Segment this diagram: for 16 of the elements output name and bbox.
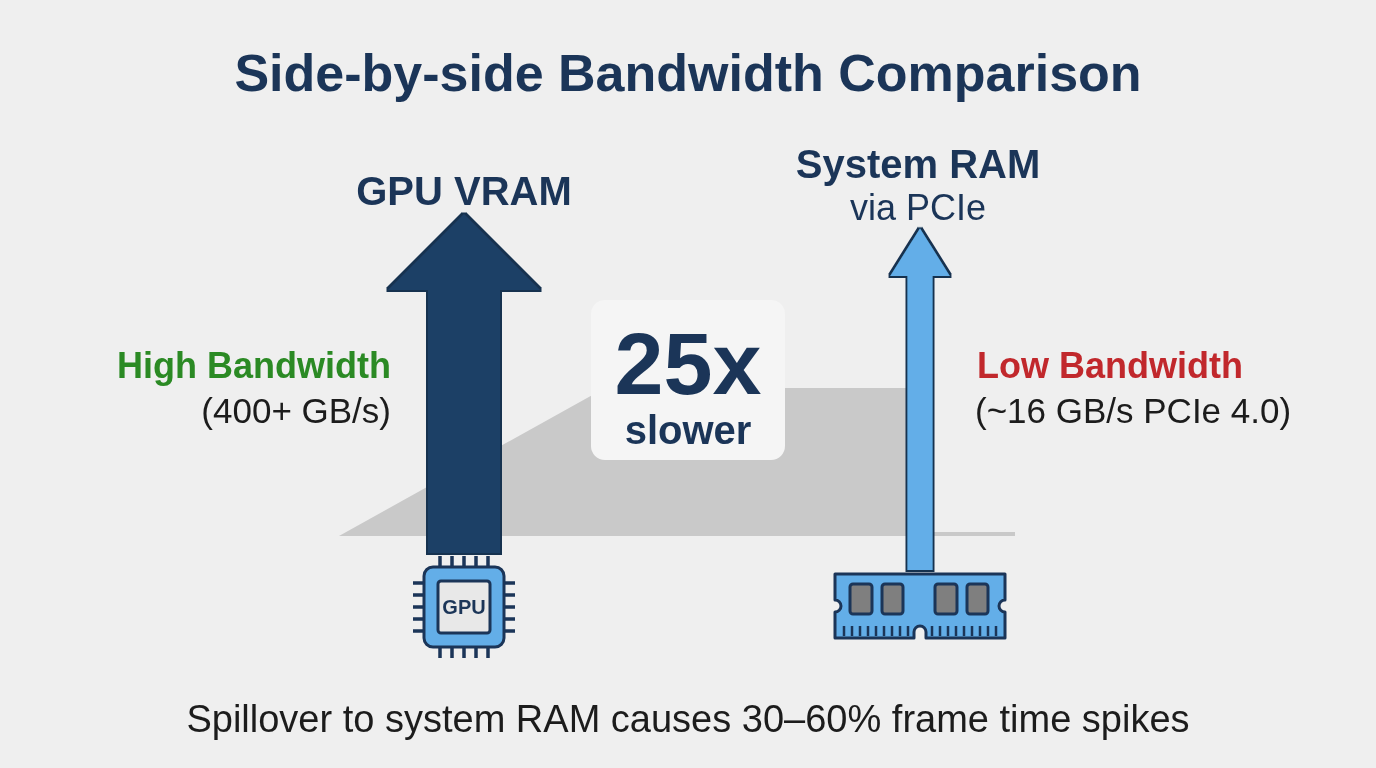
bandwidth-value: (400+ GB/s): [201, 391, 391, 432]
callout-card: [591, 300, 785, 460]
ratio-value: 25x: [614, 320, 762, 408]
memory-module-icon: [832, 572, 1008, 640]
arrow: [890, 228, 950, 570]
title: Side-by-side Bandwidth Comparison: [234, 44, 1142, 104]
column-heading: GPU VRAM: [356, 168, 572, 214]
chip-label: GPU: [442, 595, 486, 619]
ratio-caption: slower: [624, 410, 752, 450]
column-heading: System RAM: [795, 141, 1041, 187]
bandwidth-label: High Bandwidth: [117, 345, 391, 387]
bandwidth-label: Low Bandwidth: [977, 345, 1243, 387]
column-subheading: via PCIe: [849, 187, 986, 229]
caption: Spillover to system RAM causes 30–60% frame time spikes: [186, 698, 1190, 742]
bandwidth-value: (~16 GB/s PCIe 4.0): [975, 391, 1292, 432]
arrow: [388, 214, 540, 553]
